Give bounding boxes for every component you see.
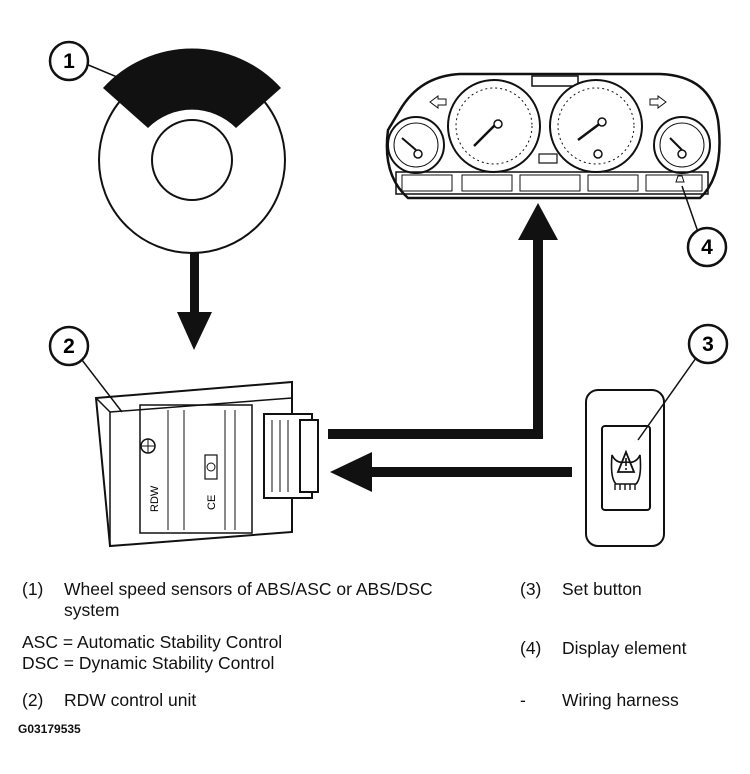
figure-code: G03179535	[18, 722, 81, 736]
legend-dsc-definition: DSC = Dynamic Stability Control	[22, 653, 274, 674]
arrow-sensor-to-unit	[177, 252, 212, 350]
dsc-definition-text: DSC = Dynamic Stability Control	[22, 653, 275, 673]
legend-item-3-text: Set button	[562, 579, 642, 599]
instrument-cluster	[385, 72, 721, 200]
legend-item-wiring-text: Wiring harness	[562, 690, 679, 710]
legend-item-2-number: (2)	[22, 690, 44, 710]
rdw-control-unit: RDW CE	[94, 380, 319, 548]
legend-asc-definition: ASC = Automatic Stability Control	[22, 632, 282, 653]
callout-3-label: 3	[702, 333, 714, 356]
legend-item-wiring-marker: -	[520, 690, 526, 710]
legend-item-2-text: RDW control unit	[64, 690, 197, 710]
rdw-text: RDW	[149, 485, 161, 512]
legend-item-1-text-line1: Wheel speed sensors of ABS/ASC or ABS/DS…	[64, 579, 433, 599]
arrow-unit-to-cluster	[328, 203, 558, 439]
arrow-button-to-unit	[330, 452, 572, 492]
legend-item-3-number: (3)	[520, 579, 542, 599]
wheel-speed-sensor-ring	[98, 48, 286, 254]
callout-4: 4	[681, 185, 728, 268]
callout-3: 3	[637, 323, 729, 441]
callout-2-label: 2	[63, 335, 75, 358]
callout-1-label: 1	[63, 50, 75, 73]
callout-1: 1	[48, 40, 149, 91]
callout-4-label: 4	[701, 236, 713, 259]
legend-item-1-number: (1)	[22, 579, 44, 599]
ce-mark: CE	[206, 495, 218, 510]
set-button[interactable]	[585, 389, 665, 547]
asc-definition-text: ASC = Automatic Stability Control	[22, 632, 283, 652]
callout-2: 2	[48, 325, 123, 413]
legend-item-1-text-line2: system	[64, 600, 120, 620]
legend-item-4-number: (4)	[520, 638, 542, 658]
legend-item-4-text: Display element	[562, 638, 687, 658]
